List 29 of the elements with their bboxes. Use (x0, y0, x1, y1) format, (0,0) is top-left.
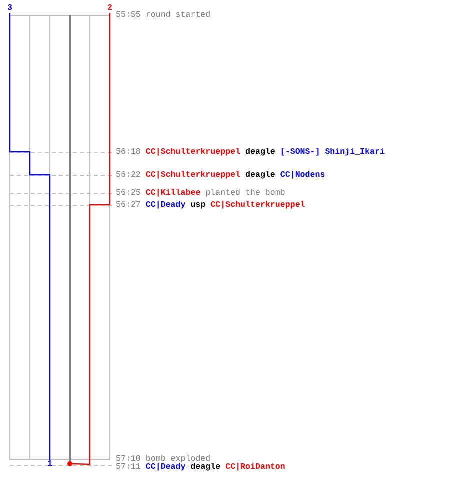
timestamp: 56:18 (116, 148, 141, 157)
timestamp: 57:10 (116, 455, 141, 464)
player-name: CC|Deady (146, 463, 186, 472)
weapon-name: usp (190, 201, 206, 210)
player-name: CC|Killabee (146, 189, 201, 198)
player-name: CC|Deady (146, 201, 186, 210)
weapon-name: deagle (190, 463, 221, 472)
event-text: bomb exploded (146, 455, 211, 464)
timestamp: 55:55 (116, 11, 141, 20)
timestamp: 56:27 (116, 201, 141, 210)
timestamp: 56:25 (116, 189, 141, 198)
count-line (72, 13, 111, 466)
player-name: [-SONS-] Shinji_Ikari (280, 148, 385, 157)
count-number: 2 (106, 4, 114, 13)
player-name: CC|Schulterkrueppel (210, 201, 306, 210)
weapon-name: deagle (246, 148, 276, 157)
timestamp: 57:11 (116, 463, 141, 472)
event-text: planted the bomb (206, 189, 286, 198)
timestamp: 56:22 (116, 171, 141, 180)
event-text: round started (146, 11, 211, 20)
count-line (9, 13, 51, 460)
count-number: 3 (6, 4, 14, 13)
player-name: CC|Schulterkrueppel (146, 171, 241, 180)
player-name: CC|RoiDanton (226, 463, 286, 472)
weapon-name: deagle (246, 171, 276, 180)
count-number: 1 (46, 460, 54, 469)
end-dot (68, 462, 72, 466)
player-name: CC|Schulterkrueppel (146, 148, 241, 157)
player-name: CC|Nodens (280, 171, 326, 180)
